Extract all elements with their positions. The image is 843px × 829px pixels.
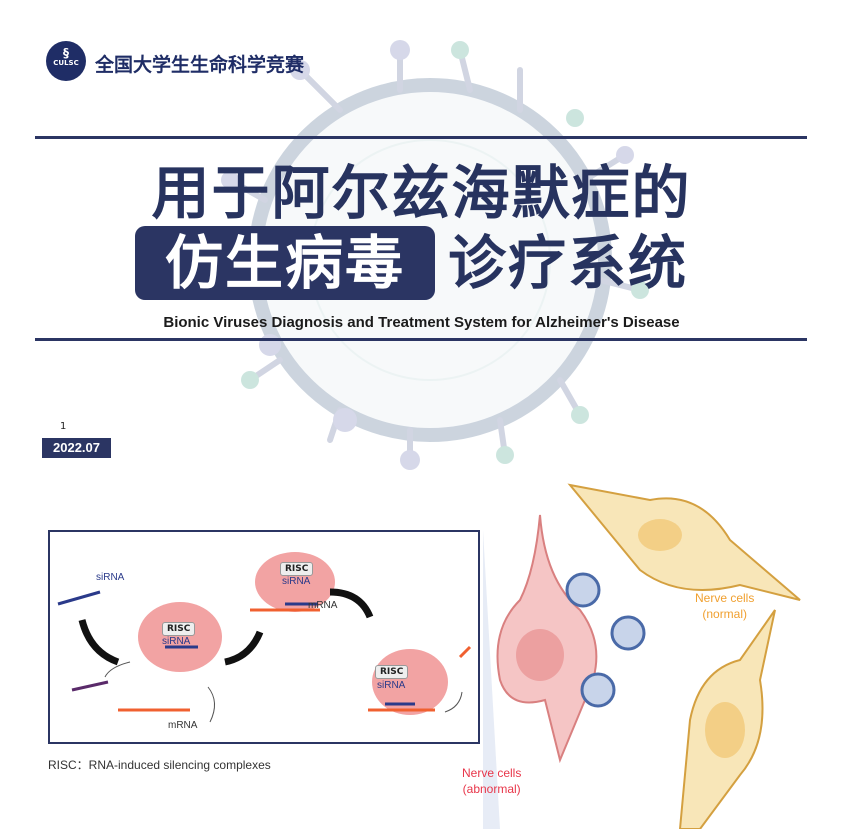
label-line: (normal) (702, 607, 748, 621)
risc-label: RISC (375, 665, 409, 679)
risc-label: RISC (280, 562, 314, 576)
mrna-label: mRNA (168, 720, 198, 731)
sirna-label: siRNA (282, 576, 311, 587)
english-subtitle: Bionic Viruses Diagnosis and Treatment S… (163, 314, 680, 331)
label-line: Nerve cells (695, 591, 755, 605)
label-line: Nerve cells (462, 766, 522, 780)
label-line: (abnormal) (462, 782, 521, 796)
abnormal-nerve-cells-label: Nerve cells (abnormal) (462, 765, 521, 797)
sirna-label: siRNA (377, 680, 406, 691)
sirna-label: siRNA (162, 636, 191, 647)
title-line-2: 诊疗系统 (448, 229, 689, 297)
date-badge: 2022.07 (42, 438, 111, 458)
top-divider (35, 136, 807, 139)
diagram-caption: RISC：RNA-induced silencing complexes (48, 758, 271, 772)
risc-label: RISC (162, 622, 196, 636)
page-number: 1 (60, 421, 67, 432)
title-line-1: 用于阿尔兹海默症的 (151, 159, 692, 227)
title-highlight: 仿生病毒 (135, 226, 435, 300)
normal-nerve-cells-label: Nerve cells (normal) (695, 590, 754, 622)
bionic-virus-particles (483, 530, 646, 829)
culsc-logo: §CULSC (46, 41, 86, 81)
sirna-label: siRNA (96, 572, 125, 583)
neuron-normal-top (567, 483, 801, 601)
rnai-mechanism-diagram: siRNA RISC siRNA mRNA RISC siRNA mRNA RI… (48, 530, 480, 744)
organization-name: 全国大学生生命科学竞赛 (95, 54, 305, 76)
bottom-divider (35, 338, 807, 341)
mrna-label: mRNA (308, 600, 338, 611)
